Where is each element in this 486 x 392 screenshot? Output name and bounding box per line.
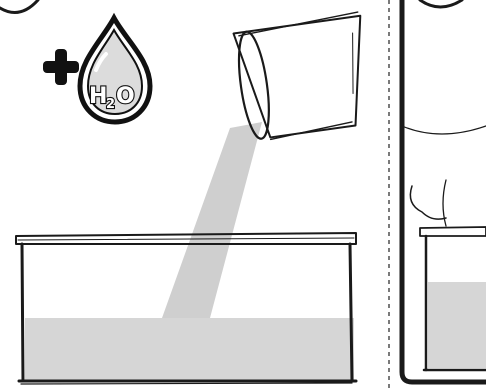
- right-container-fragment: [420, 227, 486, 370]
- container-water: [25, 318, 354, 380]
- cup-icon: [233, 12, 376, 143]
- water-drop-icon: H 2 O: [80, 18, 150, 122]
- plus-icon: [43, 49, 79, 85]
- top-right-circle-fragment: [420, 0, 462, 7]
- h2o-subscript: 2: [106, 97, 115, 112]
- h2o-h: H: [89, 84, 107, 109]
- h2o-o: O: [116, 84, 135, 109]
- right-panel: [402, 0, 486, 382]
- hand-fragment: [410, 186, 446, 219]
- top-left-circle-fragment: [0, 0, 38, 13]
- left-panel: + H 2 O: [16, 12, 376, 384]
- water-stream: [162, 122, 262, 318]
- right-arc-line: [402, 126, 486, 134]
